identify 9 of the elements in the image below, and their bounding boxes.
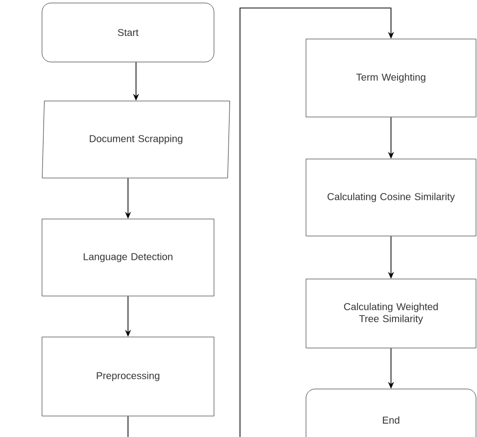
input-parallelogram: Document Scrapping (42, 100, 230, 178)
process-box: Calculating Weighted Tree Similarity (306, 278, 476, 348)
terminal-box: Start (42, 2, 214, 62)
arrow (128, 8, 394, 437)
process-box: Preprocessing (42, 336, 214, 416)
process-box: Term Weighting (306, 38, 476, 118)
terminal-box: End (306, 388, 476, 437)
process-box: Language Detection (42, 218, 214, 296)
process-box: Calculating Cosine Similarity (306, 158, 476, 236)
